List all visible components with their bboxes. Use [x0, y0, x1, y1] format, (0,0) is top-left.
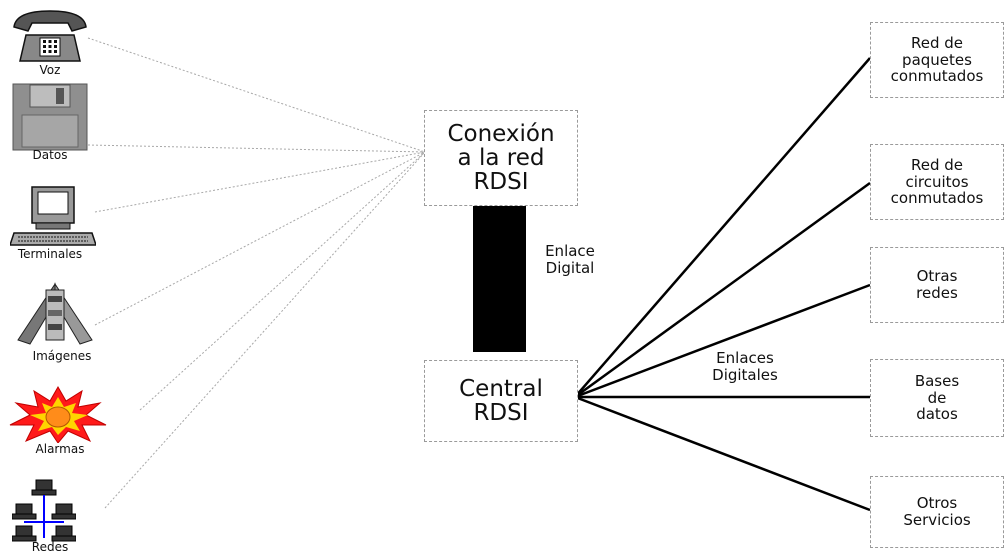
service-line: conmutados: [890, 189, 984, 208]
network-icon: [12, 479, 76, 542]
service-box-bases: Bases de datos: [870, 359, 1004, 437]
service-line: Red de: [910, 155, 964, 174]
device-label-datos: Datos: [32, 148, 68, 162]
digital-links-label: Enlaces Digitales: [690, 349, 800, 385]
digital-link-label: Enlace Digital: [530, 242, 610, 278]
connection-box-line: a la red: [457, 144, 545, 171]
service-line: Otros: [916, 494, 958, 513]
satellite-dish-icon: [17, 282, 93, 345]
service-line: Otras: [916, 267, 958, 286]
service-line: datos: [916, 405, 958, 424]
service-line: de: [927, 388, 947, 407]
service-box-paquetes: Red de paquetes conmutados: [870, 22, 1004, 98]
digital-link-label-line: Enlace: [545, 242, 595, 260]
central-box: Central RDSI: [424, 360, 578, 442]
solid-connector-otras-redes: [574, 283, 871, 399]
solid-connector-circuitos: [574, 181, 871, 399]
device-label-alarmas: Alarmas: [35, 442, 85, 456]
computer-terminal-icon: [10, 186, 96, 246]
telephone-icon: [13, 10, 87, 62]
service-box-circuitos: Red de circuitos conmutados: [870, 144, 1004, 220]
service-line: Servicios: [903, 511, 971, 529]
digital-links-label-line: Enlaces: [716, 349, 774, 367]
dotted-connector-imagenes: [94, 151, 426, 326]
floppy-disk-icon: [12, 83, 88, 151]
service-line: conmutados: [890, 67, 984, 86]
service-line: Bases: [914, 371, 960, 390]
service-line: paquetes: [902, 50, 972, 69]
service-line: redes: [916, 284, 958, 302]
connection-box-line: RDSI: [473, 169, 529, 196]
device-label-voz: Voz: [39, 63, 61, 77]
alarm-siren-icon: [9, 385, 107, 443]
solid-connector-paquetes: [574, 57, 871, 398]
service-box-otras-redes: Otras redes: [870, 247, 1004, 323]
dotted-connector-voz: [87, 37, 426, 153]
service-line: circuitos: [905, 172, 969, 191]
dotted-connector-terminales: [94, 151, 426, 213]
solid-connector-servicios: [574, 395, 871, 512]
connection-box: Conexión a la red RDSI: [424, 110, 578, 206]
dotted-connector-alarmas: [139, 151, 426, 411]
connection-box-line: Conexión: [447, 120, 555, 147]
digital-link-label-line: Digital: [545, 259, 595, 278]
central-box-line: Central: [459, 375, 543, 402]
device-label-imagenes: Imágenes: [32, 349, 92, 363]
device-label-terminales: Terminales: [17, 247, 83, 261]
service-line: Red de: [910, 33, 964, 52]
dotted-connector-redes: [104, 151, 426, 509]
digital-links-label-line: Digitales: [712, 366, 778, 385]
central-box-line: RDSI: [473, 400, 529, 426]
device-label-redes: Redes: [31, 540, 69, 552]
dotted-connector-datos: [87, 144, 426, 153]
service-box-otros-servicios: Otros Servicios: [870, 476, 1004, 548]
